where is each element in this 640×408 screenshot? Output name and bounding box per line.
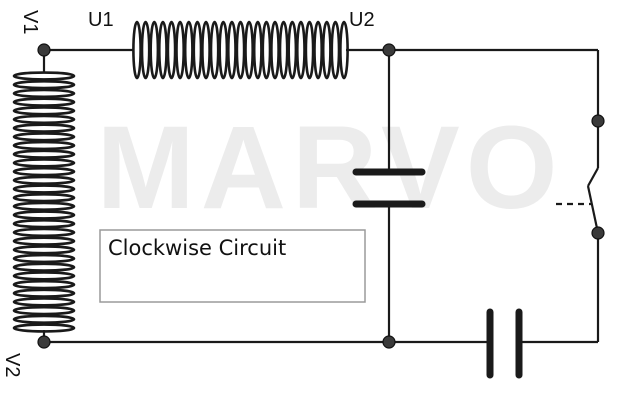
coil-turn bbox=[12, 279, 76, 290]
coil-turn bbox=[235, 20, 246, 80]
coil-turn bbox=[12, 88, 76, 99]
circuit-label-text: Clockwise Circuit bbox=[108, 236, 286, 260]
circuit-label-box bbox=[99, 229, 366, 303]
coil-turn bbox=[209, 20, 220, 80]
coil-turn bbox=[12, 253, 76, 264]
coil-turn bbox=[261, 20, 272, 80]
coil-turn bbox=[226, 20, 237, 80]
coil-turn bbox=[12, 114, 76, 125]
terminal-v1 bbox=[37, 43, 51, 57]
coil-turn bbox=[12, 297, 76, 307]
label-u1: U1 bbox=[88, 9, 114, 31]
coil-turn bbox=[166, 20, 177, 80]
terminal-v2 bbox=[37, 335, 51, 349]
coil-turn bbox=[12, 288, 76, 298]
coil-turn bbox=[201, 20, 211, 80]
capacitor-middle bbox=[352, 168, 426, 208]
coil-turn bbox=[12, 271, 76, 281]
coil-turn bbox=[313, 20, 323, 80]
coil-turn bbox=[12, 140, 76, 151]
switch bbox=[556, 121, 600, 234]
coil-turn bbox=[12, 184, 76, 194]
coil-turn bbox=[12, 227, 76, 238]
coil-turn bbox=[12, 201, 76, 212]
label-u2: U2 bbox=[349, 9, 375, 31]
coil-turn bbox=[192, 20, 203, 80]
coil-turn bbox=[12, 236, 76, 246]
coil-turn bbox=[244, 20, 254, 80]
coil-turn bbox=[12, 71, 76, 81]
coil-turn bbox=[295, 20, 306, 80]
label-v1: V1 bbox=[19, 10, 41, 34]
switch-contact-bottom bbox=[591, 226, 605, 240]
switch-blade bbox=[586, 185, 600, 234]
coil-v1-v2 bbox=[12, 71, 76, 333]
coil-turn bbox=[321, 20, 332, 80]
junctions bbox=[37, 43, 605, 349]
coil-turn bbox=[12, 79, 76, 90]
coil-turn bbox=[218, 20, 229, 80]
coil-turn bbox=[304, 20, 315, 80]
coil-turn bbox=[270, 20, 280, 80]
switch-contact-top bbox=[591, 114, 605, 128]
coil-turn bbox=[132, 20, 142, 80]
coil-turn bbox=[12, 106, 76, 116]
coil-turn bbox=[12, 97, 76, 107]
coil-turn bbox=[12, 262, 76, 272]
coil-turn bbox=[12, 193, 76, 203]
switch-notch bbox=[587, 167, 599, 187]
coil-turn bbox=[12, 123, 76, 133]
coil-turn bbox=[12, 219, 76, 229]
coil-turn bbox=[12, 149, 76, 159]
coil-turn bbox=[12, 305, 76, 316]
coil-turn bbox=[12, 245, 76, 255]
coil-turn bbox=[12, 175, 76, 186]
coil-turn bbox=[149, 20, 160, 80]
coil-turn bbox=[252, 20, 263, 80]
capacitor-bottom bbox=[486, 308, 523, 379]
coil-turn bbox=[12, 132, 76, 142]
coil-turn bbox=[12, 314, 76, 324]
watermark-text: MARVO bbox=[96, 102, 563, 234]
label-v2: V2 bbox=[1, 353, 23, 377]
coil-turn bbox=[183, 20, 194, 80]
coil-turn bbox=[287, 20, 298, 80]
coil-turn bbox=[12, 210, 76, 220]
coil-turn bbox=[140, 20, 151, 80]
coil-turn bbox=[330, 20, 341, 80]
coil-turn bbox=[157, 20, 168, 80]
coil-turn bbox=[12, 166, 76, 177]
coil-turn bbox=[339, 20, 349, 80]
coil-turn bbox=[175, 20, 185, 80]
junction-u2 bbox=[382, 43, 396, 57]
coil-turn bbox=[12, 158, 76, 168]
coil-turn bbox=[278, 20, 289, 80]
coil-turn bbox=[12, 323, 76, 333]
coil-u1-u2 bbox=[132, 20, 349, 80]
junction-bottom-mid bbox=[382, 335, 396, 349]
